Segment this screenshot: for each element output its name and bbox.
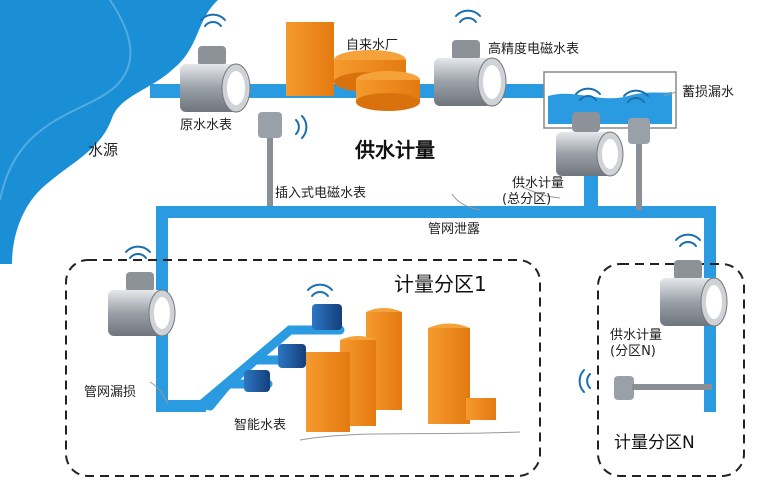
- label-pipe-leak-left: 管网漏损: [84, 385, 137, 400]
- label-supply-meter-zone-n-sub: (分区N): [610, 344, 656, 359]
- label-supply-meter-total-sub: (总分区): [502, 192, 552, 207]
- zone-n-insertion-meter-device: [614, 376, 712, 400]
- label-insertion-em-meter: 插入式电磁水表: [275, 186, 367, 201]
- raw-water-meter-device: [180, 46, 251, 113]
- reservoir-tank: [543, 71, 677, 129]
- supply-meter-total-device: [556, 112, 624, 177]
- label-supply-metering: 供水计量: [355, 138, 435, 162]
- label-waterworks: 自来水厂: [346, 38, 399, 53]
- waterworks-tanks: [286, 22, 420, 111]
- zone-n-boundary: [597, 263, 745, 477]
- zone1-buildings: [299, 308, 521, 441]
- label-precision-em-meter: 高精度电磁水表: [488, 42, 580, 57]
- smart-water-meters: [244, 304, 342, 392]
- leader-lines: [149, 91, 677, 405]
- label-pipe-leak-top: 管网泄露: [428, 222, 481, 237]
- zone-n-meter-device: [660, 260, 728, 327]
- label-supply-meter-total: 供水计量: [512, 176, 565, 191]
- label-zone-1: 计量分区1: [394, 272, 487, 296]
- precision-em-meter-device: [434, 40, 507, 107]
- label-reservoir-leak: 蓄损漏水: [682, 85, 735, 100]
- label-smart-meter: 智能水表: [234, 418, 287, 433]
- label-water-source: 水源: [88, 141, 119, 159]
- label-supply-meter-zone-n: 供水计量: [610, 328, 663, 343]
- river-bank-line: [0, 0, 132, 201]
- wireless-signal-icons: [125, 9, 701, 393]
- label-raw-water-meter: 原水水表: [180, 118, 233, 133]
- label-zone-n: 计量分区N: [614, 433, 695, 453]
- reservoir-insertion-meter-device: [628, 118, 650, 210]
- insertion-em-meter-device: [258, 112, 282, 206]
- zone1-inlet-meter-device: [108, 272, 176, 337]
- zone-1-boundary: [65, 259, 541, 477]
- water-source-river: [0, 0, 218, 264]
